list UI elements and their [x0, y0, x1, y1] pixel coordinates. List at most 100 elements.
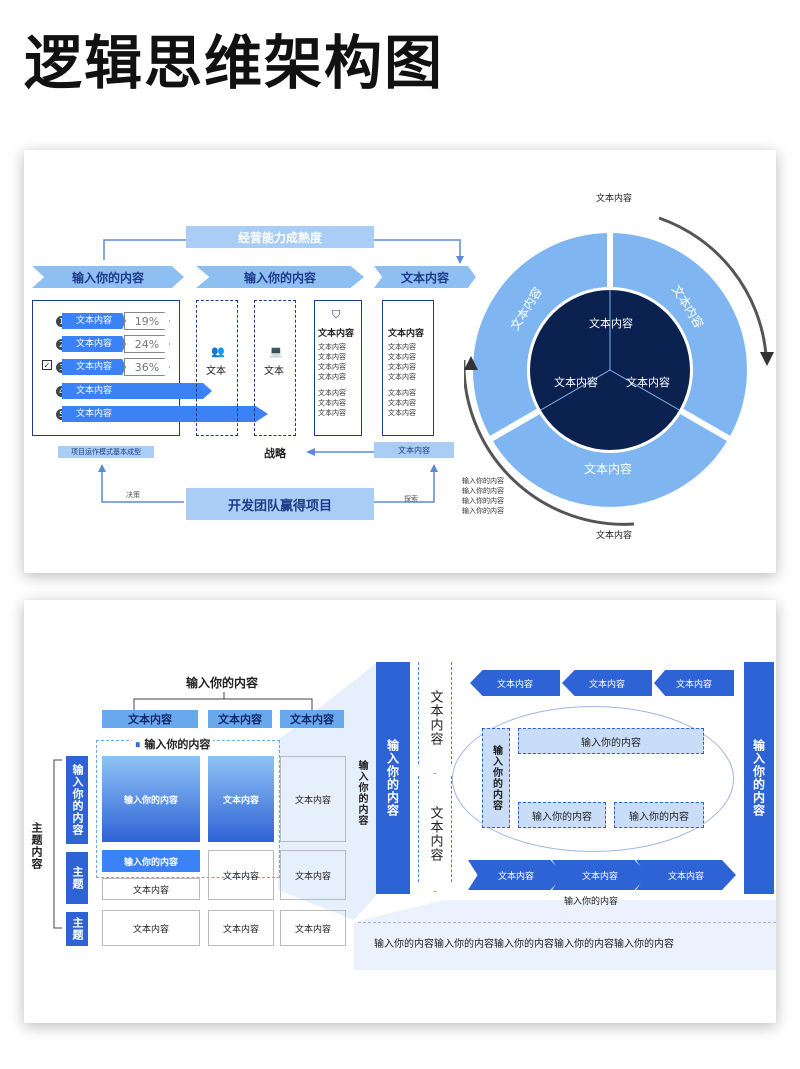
row-label: 主题 — [66, 852, 88, 904]
page-title: 逻辑思维架构图 — [24, 29, 445, 97]
oval-bar: 输入你的内容 — [518, 728, 704, 754]
row-number: 2 — [56, 339, 67, 350]
cycle-circle-diagram — [464, 216, 774, 526]
people-icon: 👥 — [211, 345, 225, 358]
group-label: ⏸ 输入你的内容 — [132, 736, 214, 752]
card-line: 文本内容 — [318, 353, 346, 361]
bottom-bar: 开发团队赢得项目 — [186, 488, 374, 520]
maturity-bar: 经营能力成熟度 — [186, 226, 374, 248]
card-line: 文本内容 — [318, 363, 346, 371]
side-lines: 输入你的内容 输入你的内容 输入你的内容 输入你的内容 — [462, 476, 504, 516]
row-number: 1 — [56, 316, 67, 327]
card-b — [382, 300, 434, 436]
panel1-connectors — [98, 239, 464, 503]
row-percent: 19% — [124, 312, 170, 330]
card-a-title: 文本内容 — [318, 329, 355, 339]
footer-strip — [358, 922, 776, 968]
row-label: 输入你的内容 — [66, 756, 88, 844]
oval-bar: 输入你的内容 — [614, 802, 704, 828]
top-arrow: 文本内容 — [562, 670, 652, 696]
row-label: 文本内容 — [62, 313, 126, 329]
card-line: 文本内容 — [318, 409, 346, 417]
row-label: 文本内容 — [62, 336, 126, 352]
decision-label: 决策 — [126, 491, 140, 499]
card-a — [314, 300, 362, 436]
row-label: 主题 — [66, 912, 88, 946]
tall-right-bar: 输入你的内容 — [744, 662, 774, 894]
strategy-label: 战略 — [264, 447, 286, 460]
column-b-text: 文本 — [264, 366, 284, 377]
col-header: 文本内容 — [280, 710, 344, 728]
progress-list-box — [32, 300, 180, 436]
dashed-column-b — [254, 300, 296, 436]
col-header: 文本内容 — [208, 710, 272, 728]
card-b-title: 文本内容 — [388, 329, 425, 339]
bottom-arrow: 文本内容 — [636, 860, 736, 890]
card-line: 文本内容 — [388, 389, 416, 397]
card-line: 文本内容 — [318, 399, 346, 407]
core-label: 文本内容 — [589, 317, 633, 330]
matrix-top-label: 输入你的内容 — [186, 676, 259, 690]
side-line: 输入你的内容 — [462, 477, 504, 485]
topic-matrix-panel: 输入你的内容 文本内容 文本内容 文本内容 ⏸ 输入你的内容 主题内容 输入你的… — [24, 600, 776, 1023]
matrix-cell: 文本内容 — [208, 910, 274, 946]
matrix-cell: 文本内容 — [280, 850, 346, 900]
desk-icon: 💻 — [269, 345, 283, 358]
dashed-arrow: 文本内容 — [418, 662, 452, 774]
oval-outline — [452, 706, 734, 852]
group-label-text: 输入你的内容 — [144, 738, 211, 751]
row-number: 4 — [56, 386, 67, 397]
matrix-cell: 文本内容 — [208, 756, 274, 842]
row-label: 文本内容 — [62, 359, 126, 375]
shield-icon: ⛉ — [332, 308, 341, 321]
oval-bar: 输入你的内容 — [518, 802, 606, 828]
side-main-label: 主题内容 — [30, 822, 43, 870]
card-a-lines: 文本内容 文本内容 文本内容 文本内容 文本内容 文本内容 文本内容 — [318, 342, 346, 418]
row-number: 3 — [56, 362, 67, 373]
below-arrows-label: 输入你的内容 — [564, 897, 619, 907]
matrix-cell: 文本内容 — [102, 878, 200, 900]
dashed-column-a — [196, 300, 238, 436]
maturity-diagram-panel: 经营能力成熟度 输入你的内容 输入你的内容 文本内容 1 文本内容 19% 2 … — [24, 150, 776, 573]
side-line: 输入你的内容 — [462, 487, 504, 495]
footer-text: 输入你的内容输入你的内容输入你的内容输入你的内容输入你的内容 — [374, 939, 674, 950]
header-2: 输入你的内容 — [196, 266, 364, 288]
card-line: 文本内容 — [318, 389, 346, 397]
core-label: 文本内容 — [626, 376, 670, 389]
row-percent: 24% — [124, 335, 170, 353]
card-line: 文本内容 — [318, 343, 346, 351]
circle-top-label: 文本内容 — [596, 194, 633, 204]
row-label-long: 文本内容 — [62, 383, 212, 399]
header-1: 输入你的内容 — [32, 266, 184, 288]
card-line: 文本内容 — [388, 409, 416, 417]
matrix-cell: 文本内容 — [102, 910, 200, 946]
side-line: 输入你的内容 — [462, 497, 504, 505]
row-percent: 36% — [124, 358, 170, 376]
matrix-cell: 文本内容 — [280, 756, 346, 842]
explore-label: 探索 — [404, 495, 418, 503]
oval-vertical-box: 输入你的内容 — [482, 728, 510, 828]
card-line: 文本内容 — [388, 343, 416, 351]
circle-bottom-label: 文本内容 — [596, 531, 633, 541]
top-arrow: 文本内容 — [654, 670, 734, 696]
column-a-text: 文本 — [206, 366, 226, 377]
vertical-label: 输入你的内容 — [356, 760, 367, 826]
check-icon: ✓ — [42, 360, 52, 370]
bottom-arrow: 文本内容 — [552, 860, 648, 890]
side-line: 输入你的内容 — [462, 507, 504, 515]
tall-left-bar: 输入你的内容 — [376, 662, 410, 894]
header-3: 文本内容 — [374, 266, 476, 288]
bottom-arrow: 文本内容 — [468, 860, 564, 890]
matrix-cell: 文本内容 — [208, 850, 274, 900]
row-number: 5 — [56, 409, 67, 420]
row-label-long: 文本内容 — [62, 406, 268, 422]
matrix-cell: 文本内容 — [280, 910, 346, 946]
ring-label: 文本内容 — [584, 462, 633, 476]
card-line: 文本内容 — [388, 363, 416, 371]
card-line: 文本内容 — [388, 353, 416, 361]
matrix-cell: 输入你的内容 — [102, 850, 200, 872]
card-line: 文本内容 — [318, 373, 346, 381]
core-label: 文本内容 — [554, 376, 598, 389]
card-line: 文本内容 — [388, 399, 416, 407]
dashed-arrow: 文本内容 — [418, 776, 452, 892]
